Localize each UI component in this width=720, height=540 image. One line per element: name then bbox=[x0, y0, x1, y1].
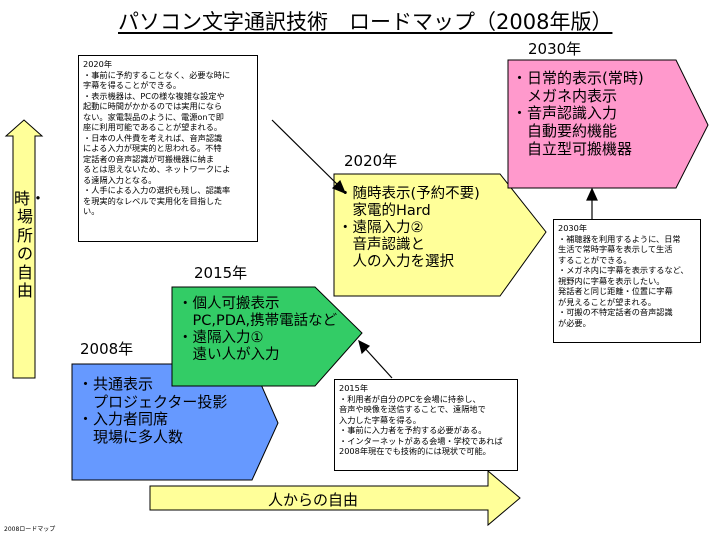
stage-2008-year: 2008年 bbox=[80, 340, 134, 358]
stage-2008-text: ・共通表示 プロジェクター投影 ・入力者同席 現場に多人数 bbox=[78, 375, 228, 447]
stage-2020-line: 人の入力を選択 bbox=[338, 254, 454, 271]
note-2030-line: 2030年 bbox=[558, 223, 588, 233]
stage-2030-line: 自立型可搬機器 bbox=[512, 139, 633, 158]
vertical-axis-arrow bbox=[4, 119, 44, 379]
stage-2030-line: 自動要約機能 bbox=[512, 122, 618, 141]
note-2015-line: 入力した字幕を得る。 bbox=[339, 414, 421, 425]
stage-2015-line: PC,PDA,携帯電話など bbox=[178, 313, 338, 330]
note-2030: 2030年 ・補聴器を利用するように、日常 生活で常時字幕を表示して生活 するこ… bbox=[553, 219, 701, 343]
note-2020-line: ・表示機器は、PCの様な複雑な設定や bbox=[83, 90, 225, 101]
note-2030-line: ・可搬の不特定話者の音声認識 bbox=[558, 307, 673, 317]
stage-2015-line: ・個人可搬表示 bbox=[178, 296, 280, 312]
note-2020-line: るとは思えないため、ネットワークによ bbox=[83, 164, 231, 174]
note-2020-line: 字幕を得ることができる。 bbox=[83, 80, 182, 90]
stage-2015-shape bbox=[171, 286, 363, 387]
note-2030-line: ・メガネ内に字幕を表示するなど、 bbox=[558, 265, 689, 275]
note-2020-line: ・日本の人件費を考えれば、音声認識 bbox=[83, 132, 223, 143]
note-2030-arrowhead bbox=[586, 187, 598, 201]
stage-2020-line: ・随時表示(予約不要) bbox=[338, 186, 480, 202]
stage-2020-year: 2020年 bbox=[344, 152, 398, 170]
stage-2008-line: プロジェクター投影 bbox=[78, 392, 228, 411]
note-2030-line: が必要。 bbox=[558, 317, 591, 328]
note-2030-line: することができる。 bbox=[558, 254, 632, 265]
horizontal-axis-arrow bbox=[149, 469, 521, 527]
stage-2020-line: 音声認識と bbox=[338, 237, 425, 254]
stage-2015-line: ・遠隔入力① bbox=[178, 330, 264, 347]
note-2015-arrowhead bbox=[358, 339, 371, 355]
stage-2030-shape bbox=[507, 59, 709, 189]
stage-2008-line: 現場に多人数 bbox=[78, 428, 184, 447]
stage-2020-line: 家電的Hard bbox=[338, 203, 431, 220]
note-2015-line: ・事前に入力者を予約する必要がある。 bbox=[339, 425, 487, 435]
note-2020-line: い。 bbox=[83, 206, 100, 216]
stage-2020-text: ・随時表示(予約不要) 家電的Hard ・遠隔入力② 音声認識と 人の入力を選択 bbox=[338, 186, 480, 272]
note-2020-line: による入力が現実的と思われる。不特 bbox=[83, 143, 222, 153]
stage-2020-line: ・遠隔入力② bbox=[338, 220, 424, 237]
stage-2008-line: ・入力者同席 bbox=[78, 410, 169, 429]
note-2020-line: 定話者の音声認識が可搬機器に納ま bbox=[83, 153, 215, 164]
stage-2015-line: 遠い人が入力 bbox=[178, 347, 280, 364]
note-2015: 2015年 ・利用者が自分のPCを会場に持参し、 音声や映像を送信することで、遠… bbox=[334, 379, 518, 471]
stage-2008-line: ・共通表示 bbox=[78, 375, 154, 393]
note-2020-line: 起動に時間がかかるのでは実用になら bbox=[83, 101, 223, 111]
note-2020-line: る遠隔入力となる。 bbox=[83, 174, 157, 185]
stage-2015-text: ・個人可搬表示 PC,PDA,携帯電話など ・遠隔入力① 遠い人が入力 bbox=[178, 296, 337, 364]
note-2030-line: が見えることが望まれる。 bbox=[558, 296, 657, 307]
footer-caption: 2008ロードマップ bbox=[4, 526, 56, 533]
stage-2020-shape bbox=[333, 173, 547, 297]
note-2020-line: ・人手による入力の選択も残し、認識率 bbox=[83, 185, 231, 195]
stage-2030-line: メガネ内表示 bbox=[512, 86, 618, 105]
note-2020-line: ない。家電製品のように、電源onで即 bbox=[83, 111, 224, 122]
note-2030-line: 生活で常時字幕を表示して生活 bbox=[558, 244, 673, 254]
note-2015-connector bbox=[361, 344, 393, 379]
note-2015-line: ・利用者が自分のPCを会場に持参し、 bbox=[339, 393, 481, 404]
vertical-axis-label: 時・場所の自由 bbox=[14, 189, 47, 300]
note-2020-line: を現実的なレベルで実用化を目指した bbox=[83, 195, 223, 206]
note-2020-arrowhead bbox=[331, 179, 347, 195]
note-2030-line: 発話者と同じ距離・位置に字幕 bbox=[558, 286, 673, 296]
note-2020: 2020年 ・事前に予約することなく、必要な時に 字幕を得ることができる。 ・表… bbox=[78, 55, 258, 242]
stage-2030-text: ・日常的表示(常時) メガネ内表示 ・音声認識入力 自動要約機能 自立型可搬機器 bbox=[512, 69, 644, 158]
note-2020-line: ・事前に予約することなく、必要な時に bbox=[83, 69, 231, 80]
note-2015-line: 2015年 bbox=[339, 383, 369, 393]
note-2020-line: 座に利用可能であることが望まれる。 bbox=[83, 122, 223, 132]
page-title: パソコン文字通訳技術 ロードマップ（2008年版） bbox=[118, 10, 613, 34]
note-2020-connector bbox=[271, 119, 343, 190]
stage-2030-line: ・日常的表示(常時) bbox=[512, 69, 644, 87]
note-2015-line: 2008年現在でも技術的には現状で可能。 bbox=[339, 446, 491, 456]
stage-2030-line: ・音声認識入力 bbox=[512, 104, 618, 123]
horizontal-axis-label: 人からの自由 bbox=[268, 491, 359, 509]
note-2030-line: ・補聴器を利用するように、日常 bbox=[558, 233, 681, 244]
note-2020-line: 2020年 bbox=[83, 59, 113, 69]
stage-2015-year: 2015年 bbox=[194, 264, 248, 282]
note-2030-line: 視野内に字幕を表示したい。 bbox=[558, 275, 665, 286]
note-2015-line: 音声や映像を送信することで、遠隔地で bbox=[339, 404, 486, 414]
note-2015-line: ・インターネットがある会場・学校であれば bbox=[339, 435, 503, 446]
stage-2030-year: 2030年 bbox=[528, 40, 582, 58]
